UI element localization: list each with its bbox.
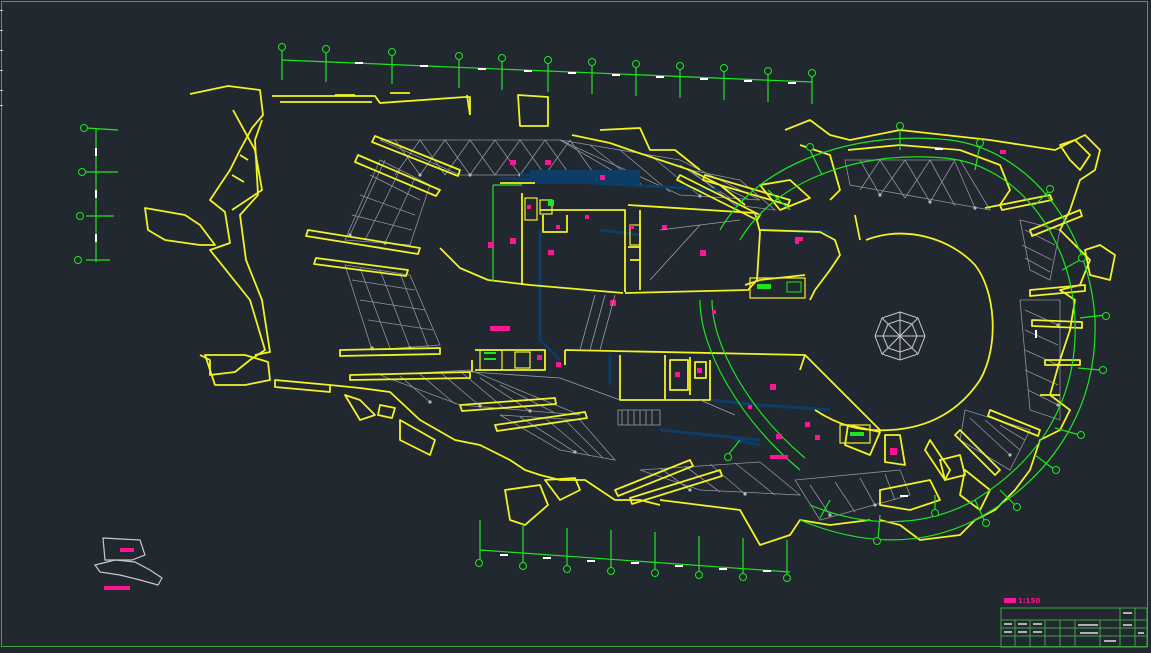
title-block-text — [1004, 612, 1144, 642]
grid-bubbles — [74, 43, 1110, 582]
building-walls — [144, 85, 1116, 546]
duct-block — [530, 170, 640, 184]
roof-lattice — [344, 139, 1061, 521]
key-plan — [93, 537, 163, 586]
rotunda — [874, 311, 926, 361]
grid-lines — [85, 50, 1106, 580]
interior-details — [471, 219, 741, 426]
stair-rooms — [479, 197, 871, 444]
scale-label: 1:150 — [1018, 597, 1040, 605]
scale-tag — [1004, 598, 1016, 603]
green-accents — [484, 200, 864, 436]
ruler-ticks — [0, 10, 4, 110]
dimension-marks — [95, 62, 1037, 572]
